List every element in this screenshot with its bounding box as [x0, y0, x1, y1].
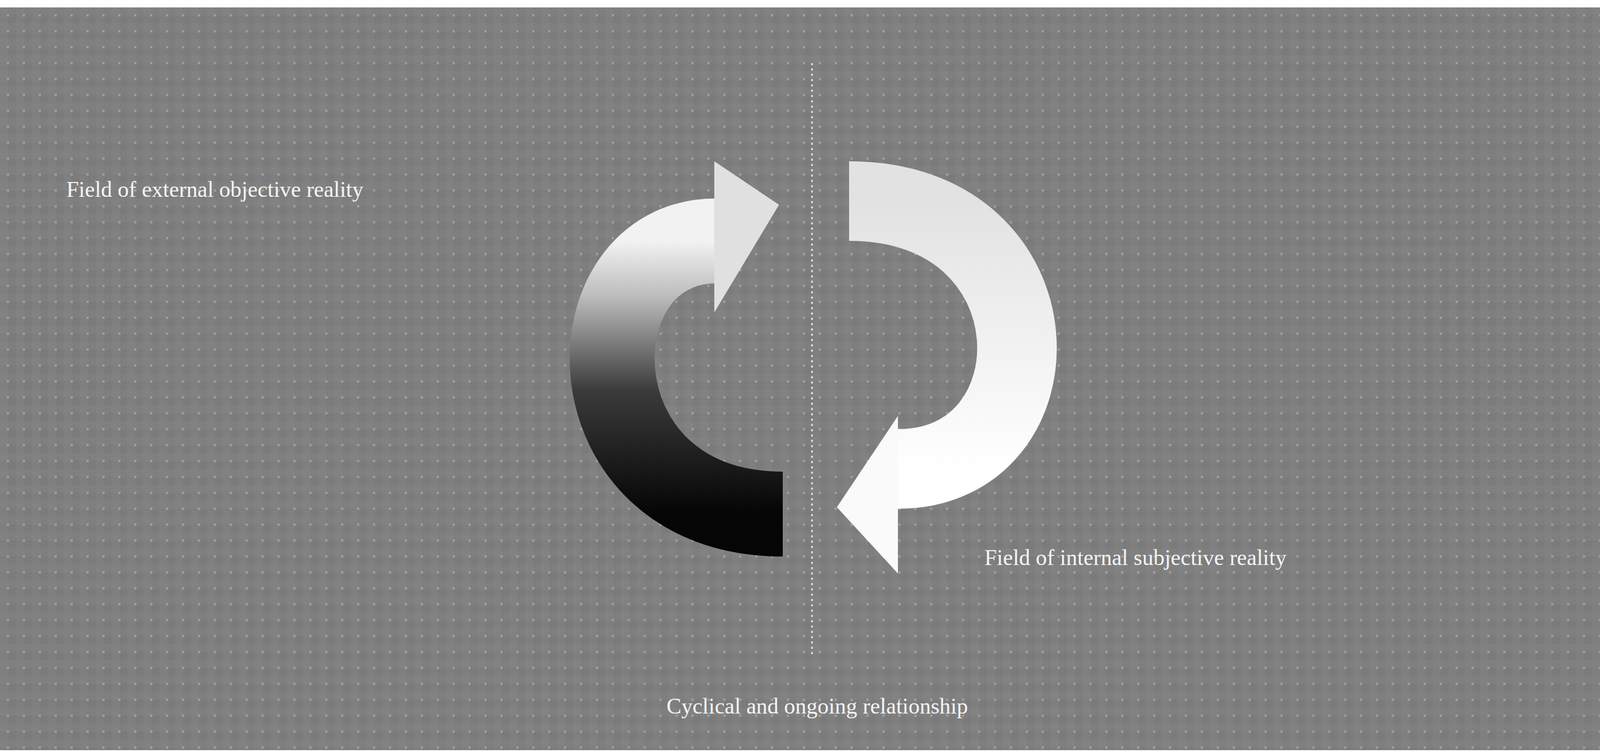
field-label: Field of external objective reality — [66, 176, 364, 203]
cycle-illustration — [0, 7, 1600, 751]
caption-label: Cyclical and ongoing relationship — [666, 693, 968, 720]
right-arrow — [836, 201, 1017, 574]
left-arrow — [611, 161, 783, 515]
field-label: Field of internal subjective reality — [984, 544, 1287, 572]
diagram-panel: Field of external objective realityField… — [0, 7, 1600, 751]
